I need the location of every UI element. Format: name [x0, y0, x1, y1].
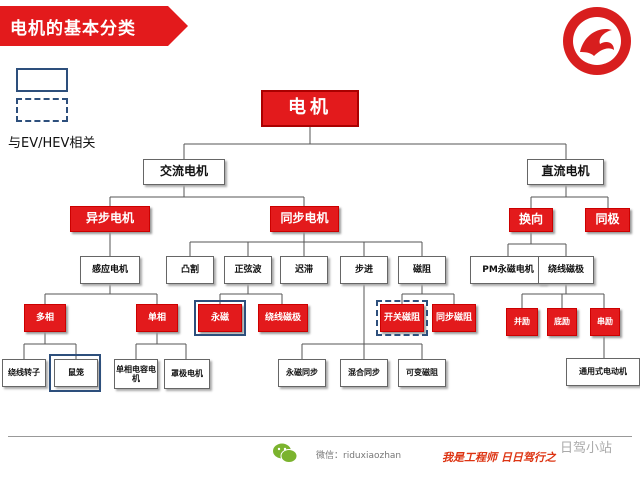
node-dc-motor: 直流电机 [527, 159, 604, 185]
node-switched-reluctance: 开关磁阻 [380, 304, 424, 332]
legend-dashed-box [16, 98, 68, 122]
node-sine: 正弦波 [224, 256, 272, 284]
node-wound-dc: 绕线磁极 [538, 256, 594, 284]
node-induction: 感应电机 [80, 256, 140, 284]
wechat-icon [272, 442, 298, 464]
node-universal-motor: 通用式电动机 [566, 358, 640, 386]
node-ac-motor: 交流电机 [143, 159, 225, 185]
legend-label: 与EV/HEV相关 [8, 136, 96, 151]
ev-highlight-sr [376, 300, 428, 336]
node-series-excitation: 串励 [590, 308, 620, 336]
node-sync-reluctance: 同步磁阻 [432, 304, 476, 332]
node-stepper: 步进 [340, 256, 388, 284]
node-root: 电机 [261, 90, 359, 127]
node-async-motor: 异步电机 [70, 206, 150, 232]
node-pm-stepper: 永磁同步 [278, 359, 326, 387]
node-wound-field: 绕线磁极 [258, 304, 308, 332]
node-vr-stepper: 可变磁阻 [398, 359, 446, 387]
node-hysteresis: 迟滞 [280, 256, 328, 284]
node-homopolar: 同极 [585, 208, 630, 232]
node-singlephase: 单相 [136, 304, 178, 332]
node-hybrid-stepper: 混合同步 [340, 359, 388, 387]
node-reluctance: 磁阻 [398, 256, 446, 284]
node-pm: 永磁 [198, 304, 242, 332]
node-wound-rotor: 绕线转子 [2, 359, 46, 387]
dragon-logo-icon [560, 4, 634, 78]
node-squirrel-cage: 鼠笼 [54, 359, 98, 387]
slide-title: 电机的基本分类 [10, 19, 136, 39]
node-shaded-pole: 罩极电机 [164, 359, 210, 389]
node-salient: 凸割 [166, 256, 214, 284]
footer-slogan: 我是工程师 日日驾行之 [442, 451, 556, 464]
legend-solid-box [16, 68, 68, 92]
node-commutation: 换向 [509, 208, 553, 232]
node-sync-motor: 同步电机 [270, 206, 339, 232]
slide-title-bar: 电机的基本分类 [0, 6, 188, 46]
watermark: 日驾小站 [560, 441, 613, 456]
node-single-cap: 单相电容电机 [114, 359, 158, 389]
node-pm-dc: PM永磁电机 [470, 256, 546, 284]
node-separate-excitation: 并励 [506, 308, 538, 336]
wechat-id: 微信：riduxiaozhan [316, 451, 402, 461]
footer-divider [8, 436, 632, 437]
node-polyphase: 多相 [24, 304, 66, 332]
node-field-excitation: 底励 [547, 308, 577, 336]
ev-highlight-cage [49, 354, 101, 392]
ev-highlight-pm [194, 300, 246, 336]
